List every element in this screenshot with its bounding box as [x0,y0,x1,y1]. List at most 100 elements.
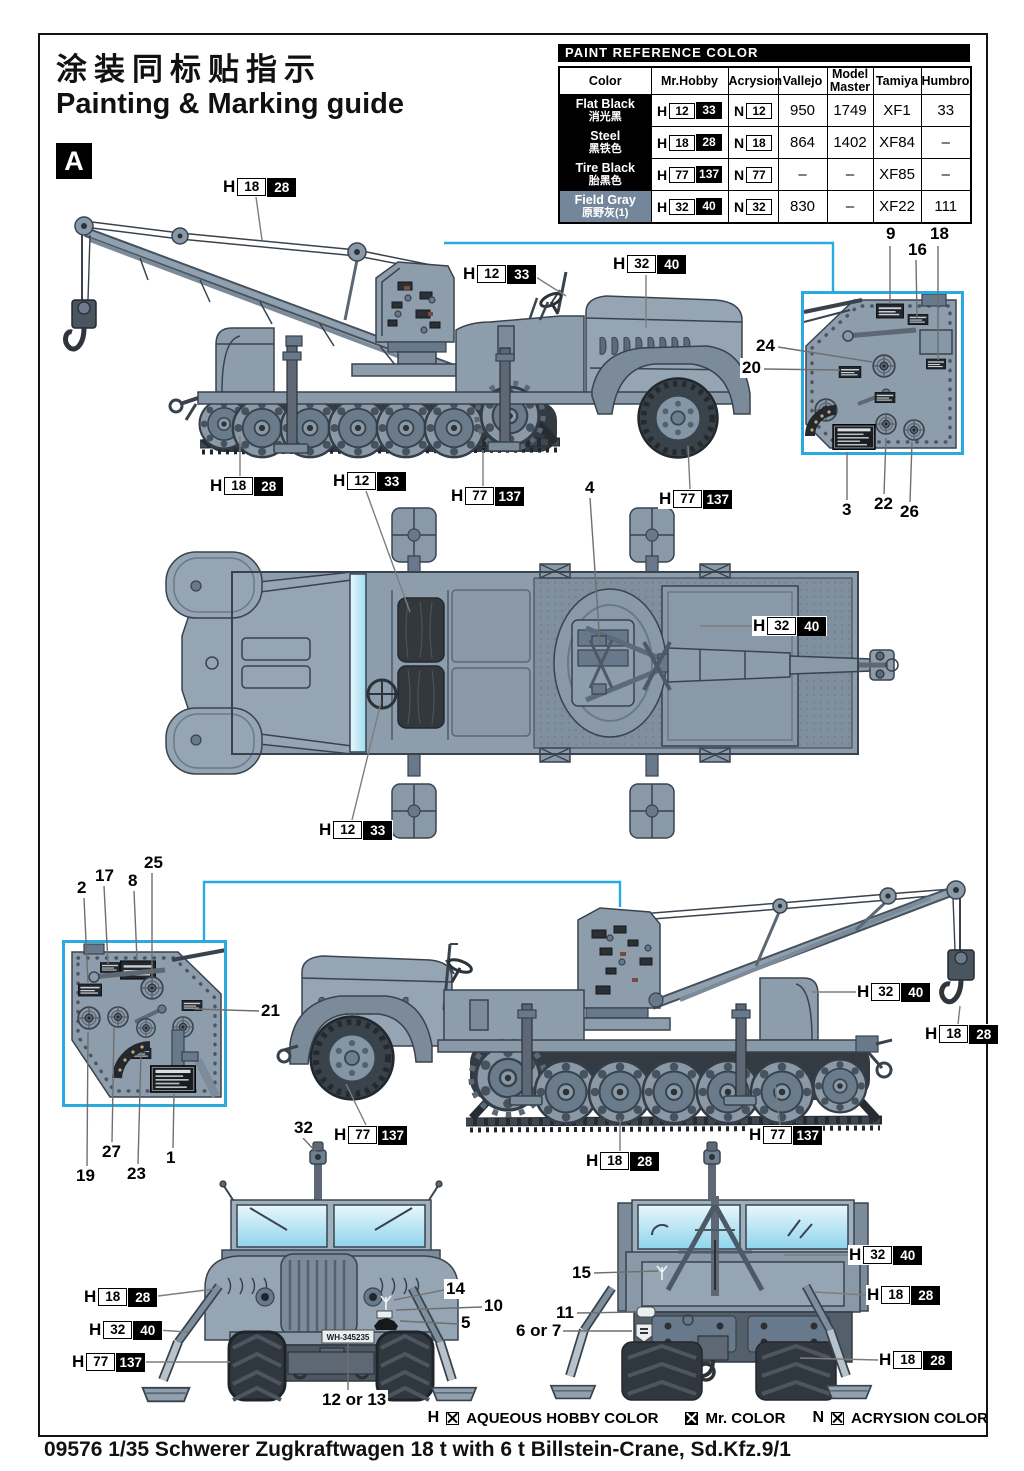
paint-number-cell: XF22 [872,190,922,224]
part-callout-11: 11 [554,1303,576,1323]
part-callout-6-or-7: 6 or 7 [514,1321,564,1341]
part-callout-16: 16 [906,240,929,260]
section-a-badge: A [56,143,92,179]
paint-number-cell: 864 [777,126,828,159]
part-callout-17: 17 [93,866,116,886]
paint-table-column-header: Model Master [826,66,874,95]
paint-number-cell: 830 [777,190,828,224]
outline-x-box-icon [831,1411,845,1425]
solid-x-box-icon [685,1411,699,1425]
part-callout-14: 14 [444,1279,467,1299]
part-callout-32: 32 [292,1118,315,1138]
part-callout-20: 20 [740,358,763,378]
part-callout-22: 22 [872,494,895,514]
part-callout-15: 15 [570,1263,593,1283]
part-callout-24: 24 [754,336,777,356]
paint-number-cell: – [826,190,874,224]
paint-number-cell: 1402 [826,126,874,159]
paint-number-cell: 950 [777,94,828,127]
paint-number-cell: 111 [920,190,972,224]
front-view-illustration: WH-345235 [141,1141,478,1403]
part-callout-26: 26 [898,502,921,522]
part-callout-27: 27 [100,1142,123,1162]
page-title-zh: 涂装同标贴指示 [56,52,322,87]
paint-number-cell: – [777,158,828,191]
detail-inset-top-right [444,241,964,455]
paint-table-column-header: Humbrol [920,66,973,95]
paint-table-column-header: Vallejo [777,66,828,95]
part-callout-3: 3 [840,500,854,520]
page-title-en: Painting & Marking guide [56,88,405,120]
license-plate: WH-345235 [327,1333,370,1342]
paint-number-cell: XF84 [872,126,922,159]
part-callout-9: 9 [884,224,898,244]
side-view-b-illustration [276,880,975,1133]
part-callout-23: 23 [125,1164,148,1184]
part-callout-19: 19 [74,1166,97,1186]
legend-item: Mr. COLOR [685,1410,785,1427]
detail-inset-middle-left [62,880,622,1107]
side-view-a-illustration [63,216,751,457]
part-callout-25: 25 [142,853,165,873]
paint-number-cell: XF1 [872,94,922,127]
part-callout-21: 21 [259,1001,282,1021]
callout-leader-lines [83,196,961,1390]
page-border [38,33,988,1437]
paint-table-column-header: Tamiya [872,66,922,95]
footer-credit: 09576 1/35 Schwerer Zugkraftwagen 18 t w… [44,1438,791,1461]
part-callout-5: 5 [459,1313,473,1333]
part-callout-1: 1 [164,1148,178,1168]
outline-x-box-icon [446,1411,460,1425]
paint-table-title: PAINT REFERENCE COLOR [558,44,970,62]
paint-number-cell: – [920,158,972,191]
part-callout-8: 8 [126,871,140,891]
part-callout-2: 2 [75,878,89,898]
paint-number-cell: – [826,158,874,191]
part-callout-12-or-13: 12 or 13 [320,1390,389,1410]
paint-table-column-header: Mr.Hobby [650,66,729,95]
top-view-illustration [165,507,899,839]
rear-view-illustration [549,1141,873,1401]
part-callout-10: 10 [482,1296,505,1316]
part-callout-4: 4 [583,478,597,498]
